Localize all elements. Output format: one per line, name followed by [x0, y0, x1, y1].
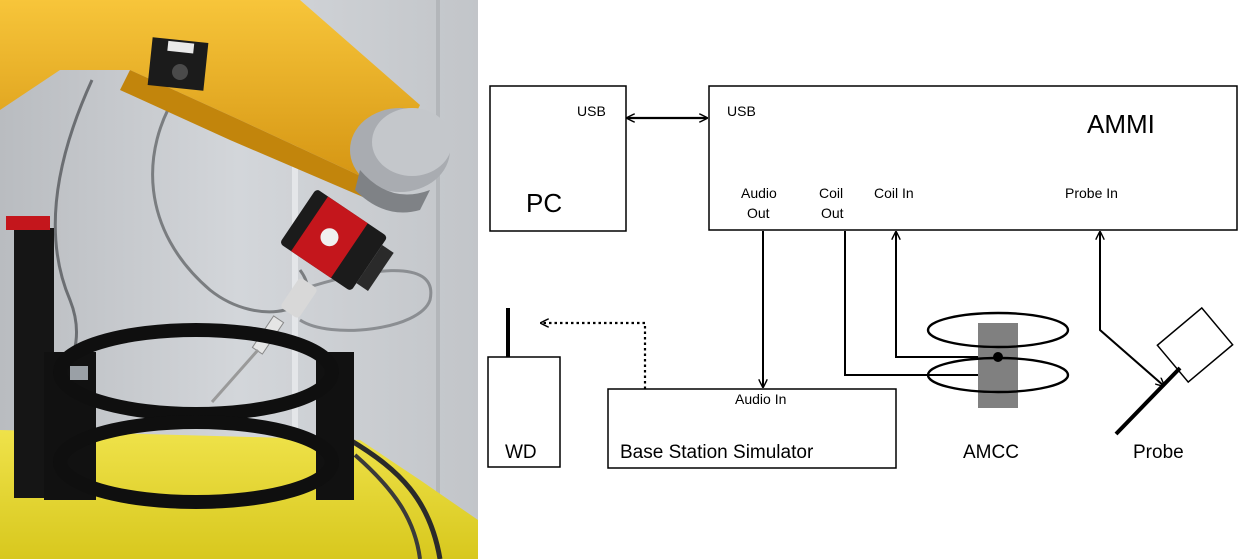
wrist-cylinder-face — [372, 108, 452, 176]
cable-bottom-2 — [353, 453, 422, 559]
probe-in-arrow — [1100, 232, 1164, 386]
wrist-cylinder-shadow — [355, 170, 430, 213]
amcc-core — [978, 323, 1018, 408]
cable-bottom — [348, 437, 443, 559]
pc-box — [489, 85, 627, 232]
audio-in-label: Audio In — [735, 391, 786, 407]
audio-out-label-line2: Out — [747, 205, 770, 221]
stand-top-red — [6, 216, 50, 230]
coil-out-label-line2: Out — [821, 205, 844, 221]
stand-bracket — [70, 366, 88, 380]
base-station-label: Base Station Simulator — [620, 442, 814, 463]
ammi-label: AMMI — [1087, 109, 1155, 139]
audio-out-label-line1: Audio — [741, 185, 777, 201]
amcc-coil-upper — [926, 311, 1070, 349]
base-station-box — [607, 388, 897, 469]
wd-label: WD — [505, 442, 537, 463]
robot-arm-upper — [0, 0, 420, 185]
wall-panel-seam-right — [436, 0, 440, 559]
probe-head — [1156, 306, 1234, 384]
stand-ring-bottom — [53, 415, 339, 509]
pc-label: PC — [526, 188, 562, 218]
wall-panel-seam — [292, 0, 298, 559]
probe-in-label: Probe In — [1065, 185, 1118, 201]
coil-out-arrow — [844, 231, 1000, 375]
arm-connector-label — [167, 40, 195, 54]
ammi-usb-label: USB — [727, 103, 756, 119]
coil-out-label-line1: Coil — [819, 185, 843, 201]
probe-tip — [210, 349, 260, 403]
ammi-box — [708, 85, 1238, 231]
stand-ring-top — [53, 323, 339, 421]
wd-box — [487, 356, 561, 468]
probe-adapter — [281, 278, 317, 318]
probe-stem — [1114, 366, 1182, 436]
coil-in-arrow — [896, 232, 998, 358]
amcc-junction-dot — [993, 352, 1003, 362]
coil-in-label: Coil In — [874, 185, 914, 201]
probe-label: Probe — [1133, 442, 1184, 463]
arm-connector-socket — [172, 64, 188, 80]
robot-setup-photo — [0, 0, 478, 559]
pc-usb-label: USB — [577, 103, 606, 119]
signal-block-diagram — [487, 85, 1238, 469]
amcc-label: AMCC — [963, 442, 1019, 463]
diagram-labels: USB PC USB AMMI Audio Out Coil Out Coil … — [505, 103, 1184, 463]
wireless-dotted-arrow — [541, 323, 647, 389]
robot-arm-shade — [120, 70, 380, 200]
probe-holder-device — [281, 190, 394, 291]
